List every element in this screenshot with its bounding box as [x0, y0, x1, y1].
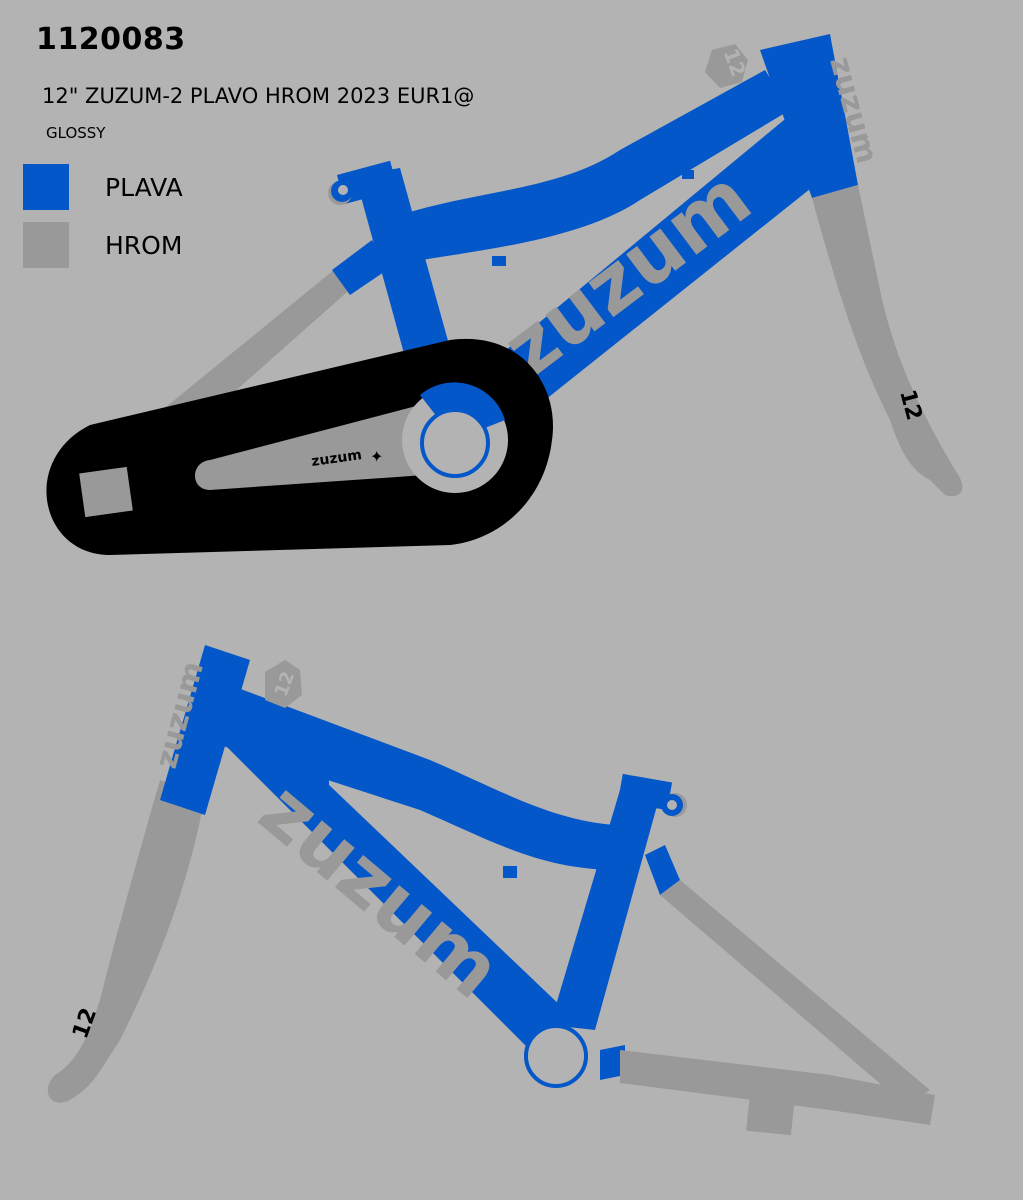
- cable-guide: [315, 778, 329, 789]
- top-tube-bottom: [220, 685, 618, 870]
- chain-guard-window: [195, 405, 425, 490]
- cable-guide: [682, 170, 694, 179]
- head-tube-bottom: [160, 645, 250, 815]
- top-tube: [400, 70, 790, 262]
- color-swatch-gray: [23, 222, 69, 268]
- chain-stay-bottom-gray: [620, 1050, 935, 1125]
- cable-guide: [492, 256, 506, 266]
- frame-bottom-view: zuzum 12 zuzum 12: [47, 645, 935, 1136]
- fork: [812, 185, 963, 497]
- product-title: 12" ZUZUM-2 PLAVO HROM 2023 EUR1@: [42, 84, 475, 108]
- seat-clamp-bottom: [617, 773, 673, 811]
- bottom-bracket-bottom: [524, 1024, 588, 1088]
- size-badge-hex-bottom: [265, 660, 302, 708]
- size-badge-hex: [705, 44, 748, 88]
- legend-item-hrom: HROM: [23, 222, 182, 268]
- seat-stay-bottom-gray: [660, 880, 930, 1105]
- seat-stay-bottom: [645, 845, 680, 895]
- legend-label: PLAVA: [105, 172, 183, 202]
- kickstand-plate: [746, 1092, 795, 1136]
- down-tube: [500, 115, 815, 400]
- chain-guard-slot: [79, 466, 133, 518]
- legend-item-plava: PLAVA: [23, 164, 183, 210]
- seat-tube-bottom: [550, 790, 660, 1030]
- cable-guide: [503, 866, 517, 878]
- chainguard-brand: zuzum: [310, 447, 363, 470]
- head-tube: [760, 34, 858, 198]
- frame-top-view: zuzum 12 zuzum 12 zuzum ✦: [46, 34, 963, 555]
- bottom-bracket: [420, 408, 490, 478]
- seat-stay: [150, 265, 355, 440]
- maple-leaf-icon: ✦: [370, 447, 383, 466]
- product-code: 1120083: [36, 22, 186, 57]
- seat-stay-blue: [332, 240, 390, 295]
- color-swatch-blue: [23, 164, 69, 210]
- down-tube-bottom: [215, 700, 565, 1050]
- chain-stay-bottom: [600, 1045, 625, 1080]
- legend-label: HROM: [105, 230, 183, 260]
- finish-label: GLOSSY: [46, 124, 106, 142]
- fork-bottom: [47, 780, 206, 1103]
